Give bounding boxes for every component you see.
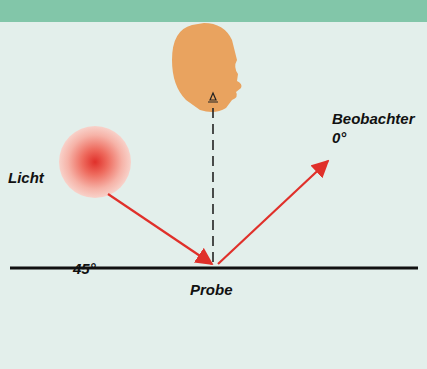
incident-ray [108,194,212,264]
top-bar [0,0,427,22]
eye-symbol [208,93,218,102]
observer-label: Beobachter [332,110,415,127]
reflected-ray [218,161,328,264]
normal-line [212,108,214,265]
angle-label: 45° [73,260,96,277]
light-label: Licht [8,169,44,186]
observer-angle: 0° [332,129,346,146]
light-source [59,126,131,198]
sample-label: Probe [190,281,233,298]
observer-head [172,23,242,112]
sample-surface [10,267,418,270]
